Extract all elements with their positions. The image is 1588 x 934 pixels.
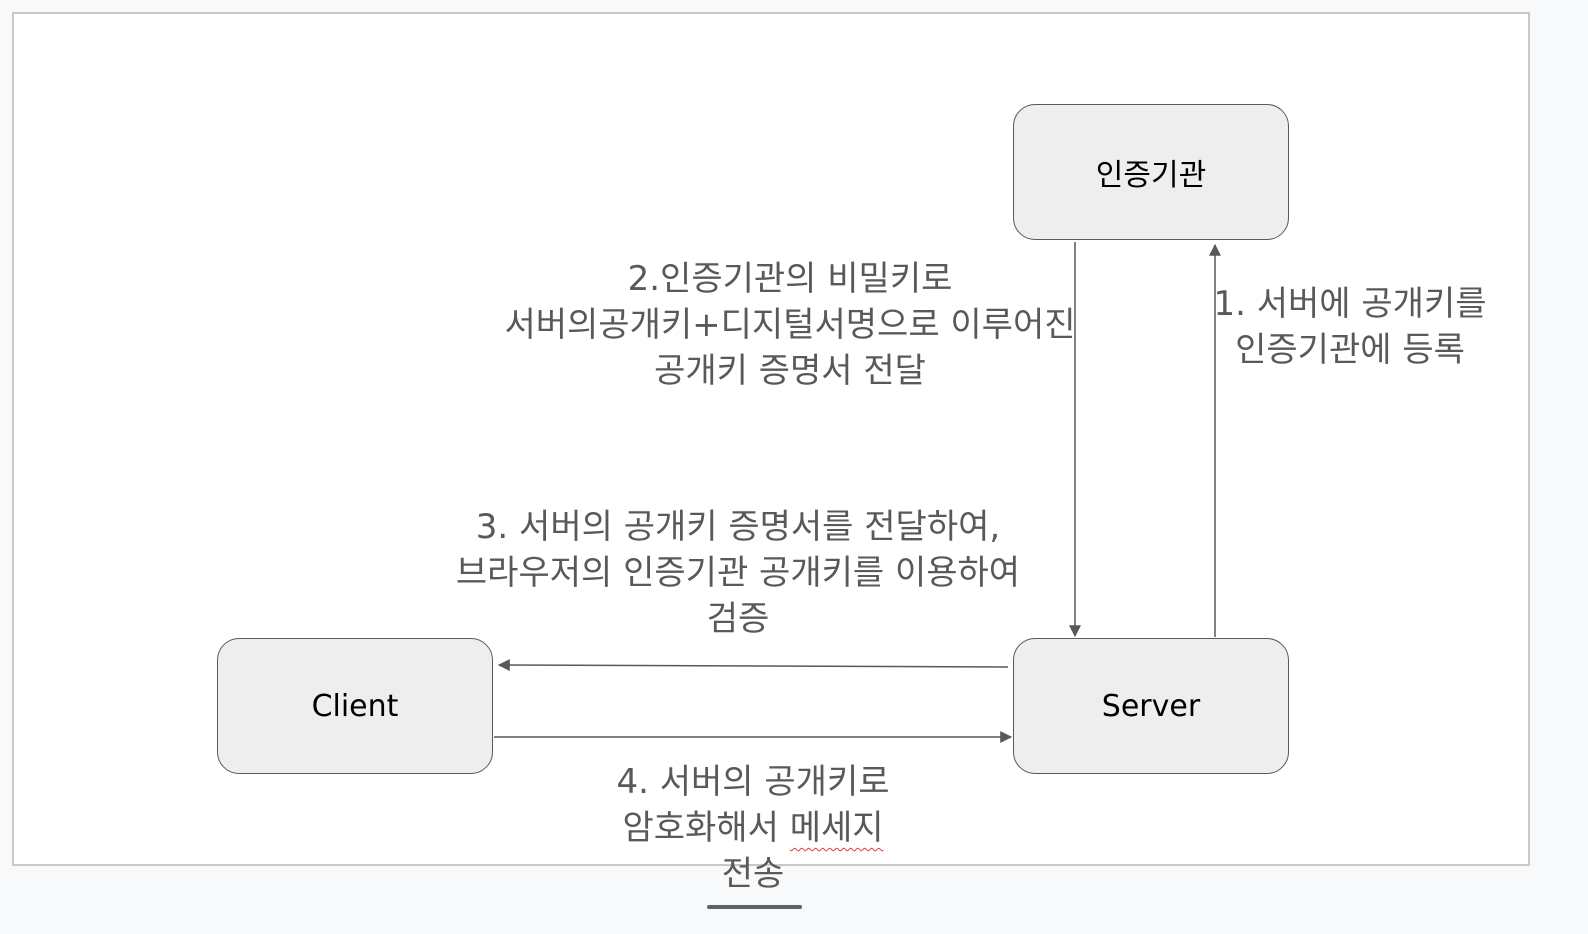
step4-line-3: 전송 bbox=[721, 854, 785, 894]
ca-node[interactable]: 인증기관 bbox=[1013, 104, 1289, 240]
step3-line-3: 검증 bbox=[706, 599, 770, 639]
client-node[interactable]: Client bbox=[217, 638, 493, 774]
step3-label[interactable]: 3. 서버의 공개키 증명서를 전달하여, 브라우저의 인증기관 공개키를 이용… bbox=[438, 504, 1038, 642]
server-node[interactable]: Server bbox=[1013, 638, 1289, 774]
step2-line-3: 공개키 증명서 전달 bbox=[654, 351, 926, 391]
step1-line-1: 1. 서버에 공개키를 bbox=[1213, 284, 1487, 324]
spellcheck-flagged-word[interactable]: 메세지 bbox=[789, 808, 884, 848]
step3-line-2: 브라우저의 인증기관 공개키를 이용하여 bbox=[455, 553, 1021, 593]
step4-line-1: 4. 서버의 공개키로 bbox=[616, 762, 890, 802]
step1-label[interactable]: 1. 서버에 공개키를 인증기관에 등록 bbox=[1205, 281, 1495, 373]
server-node-label: Server bbox=[1101, 688, 1201, 724]
step4-line-2-prefix: 암호화해서 bbox=[622, 808, 790, 848]
step1-line-2: 인증기관에 등록 bbox=[1235, 330, 1465, 370]
step2-line-2: 서버의공개키+디지털서명으로 이루어진 bbox=[504, 305, 1076, 345]
step4-label[interactable]: 4. 서버의 공개키로 암호화해서 메세지 전송 bbox=[593, 759, 913, 897]
step2-label[interactable]: 2.인증기관의 비밀키로 서버의공개키+디지털서명으로 이루어진 공개키 증명서… bbox=[490, 256, 1090, 394]
step3-line-1: 3. 서버의 공개키 증명서를 전달하여, bbox=[475, 507, 1001, 547]
ca-node-label: 인증기관 bbox=[1095, 158, 1207, 193]
scroll-indicator[interactable] bbox=[707, 905, 802, 909]
client-node-label: Client bbox=[311, 688, 399, 724]
step2-line-1: 2.인증기관의 비밀키로 bbox=[627, 259, 953, 299]
step4-line-2: 암호화해서 메세지 bbox=[593, 805, 913, 851]
